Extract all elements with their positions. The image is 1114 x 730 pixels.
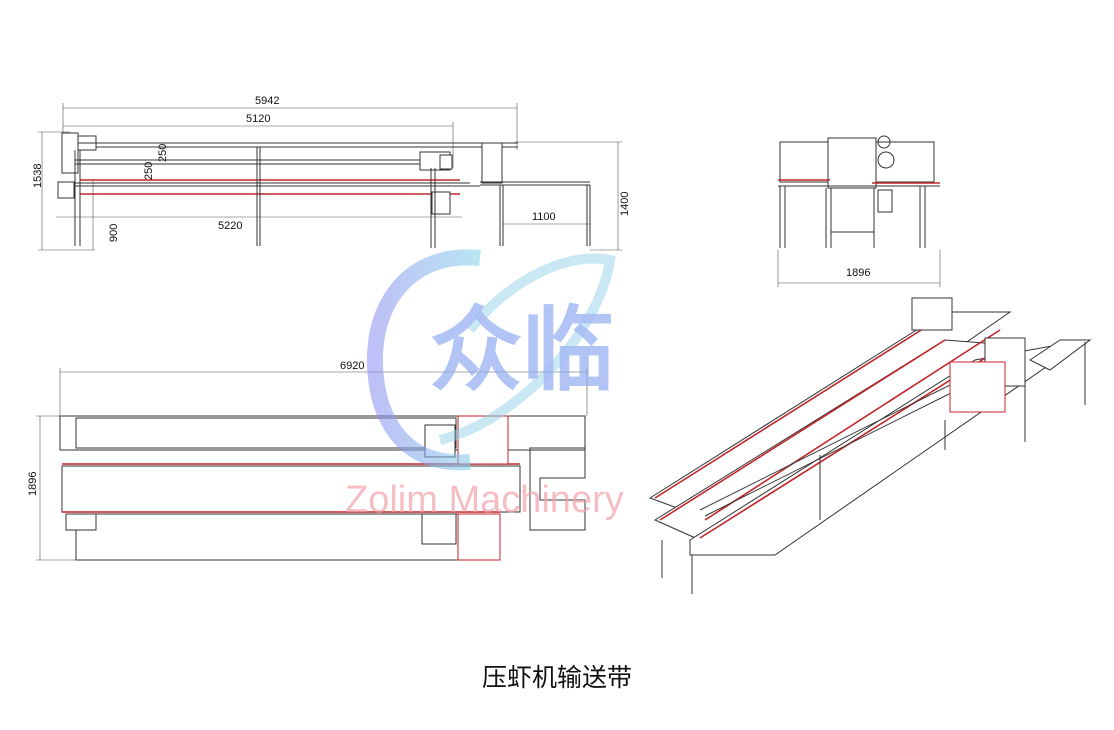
dim-tier-gap-2: 250 [143,162,155,180]
side-view: 5942 5120 1538 1400 250 250 5220 900 110… [32,95,631,251]
dim-overall-length: 5942 [255,95,279,107]
drawing-caption: 压虾机输送带 [481,663,632,692]
dim-end-width: 1896 [846,267,870,279]
dim-total-length: 6920 [340,360,364,372]
dim-height: 1538 [32,164,44,188]
plan-view: 6920 1896 [27,360,588,561]
dim-plan-width: 1896 [27,472,39,496]
dim-discharge-length: 1100 [532,211,556,223]
watermark-logo: 众临 [430,297,614,404]
dim-discharge-height: 1400 [619,192,631,216]
dim-work-height: 900 [108,224,120,242]
dim-tier-gap-1: 250 [157,144,169,162]
watermark: 众临 Zolim Machinery [345,249,624,521]
isometric-view [648,297,1092,594]
end-view: 1896 [777,135,941,287]
dim-upper-length: 5120 [246,113,270,125]
dim-lower-length: 5220 [218,220,242,232]
watermark-company: Zolim Machinery [345,479,624,521]
